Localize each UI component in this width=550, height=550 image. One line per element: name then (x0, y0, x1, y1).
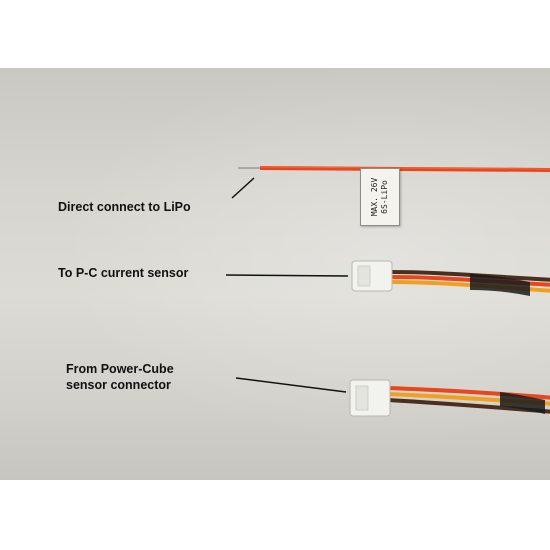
red-wire (389, 275, 550, 287)
pointer-line-direct (231, 177, 255, 199)
orange-wire (389, 280, 550, 293)
red-wire (387, 386, 550, 400)
voltage-rating-tag: MAX. 26V 6S-LiPo (360, 168, 400, 226)
direct-lipo-wire (238, 166, 550, 172)
red-wire (259, 166, 550, 172)
power-cube-cable (349, 379, 550, 417)
pointer-line-power-cube (235, 377, 347, 393)
tag-line-2: 6S-LiPo (380, 180, 389, 214)
connector-latch (355, 385, 369, 411)
label-from-power-cube-2: sensor connector (66, 378, 171, 392)
heat-shrink (470, 274, 530, 296)
pointer-line-sensor (225, 274, 349, 277)
heat-shrink (500, 392, 545, 414)
red-wire-highlight (259, 166, 550, 170)
label-direct-connect: Direct connect to LiPo (58, 200, 191, 214)
voltage-rating-text: MAX. 26V 6S-LiPo (370, 178, 390, 217)
connector-latch (357, 265, 371, 287)
brown-wire (389, 270, 550, 282)
label-to-current-sensor: To P-C current sensor (58, 266, 189, 280)
label-from-power-cube-1: From Power-Cube (66, 362, 174, 376)
tag-line-1: MAX. 26V (370, 177, 379, 217)
current-sensor-cable (351, 260, 550, 296)
